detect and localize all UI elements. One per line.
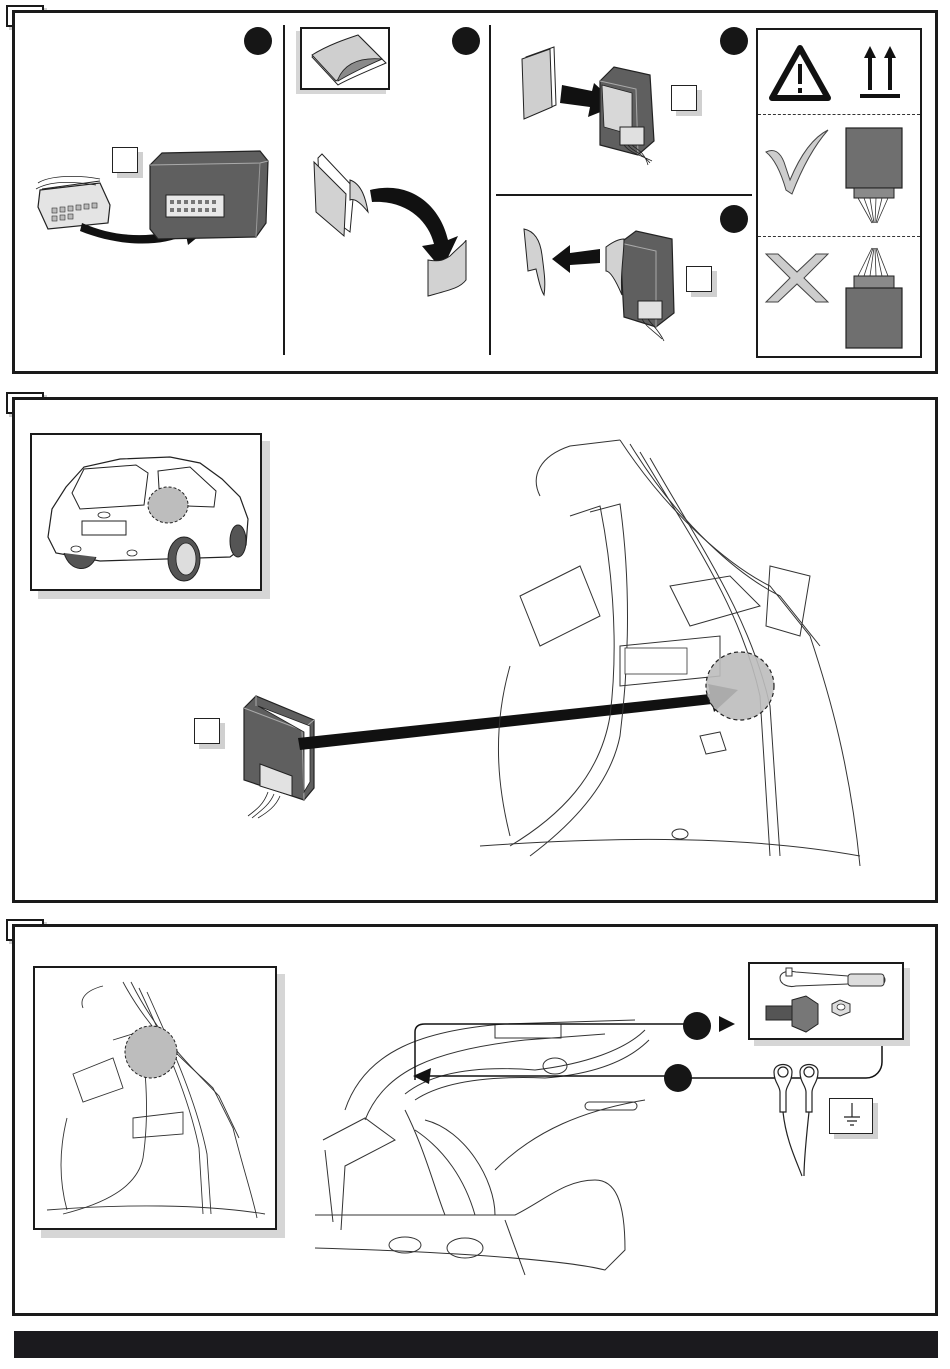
wrong-cross-icon [764,252,830,304]
wheel-arch-scene [305,990,745,1290]
curved-arrow-icon [370,188,458,270]
adhesive-pad-icon [308,35,386,85]
vehicle-icon [40,449,252,581]
nut-icon [830,998,852,1016]
peel-adhesive-pad-icon [310,150,480,300]
ratchet-icon [778,968,888,990]
mounting-location-highlight [706,652,774,720]
luggage-compartment-scene [470,436,870,866]
vehicle-rear-view-inset [30,433,262,591]
divider [758,114,920,115]
divider [283,25,285,355]
step-marker-1 [244,27,272,55]
tools-box [748,962,904,1040]
ground-icon [842,1103,862,1129]
connector-into-module-icon [30,145,280,245]
adhesive-pad-inset [300,27,390,90]
divider [489,25,491,355]
luggage-compartment-icon [43,978,269,1218]
connector-plug-icon [36,176,110,229]
vehicle-label-sticker [625,648,687,674]
mounting-location-highlight [125,1026,177,1078]
ground-symbol-box [829,1098,873,1134]
this-way-up-icon [858,44,902,102]
module-connector-down-icon [844,128,904,228]
arrow-icon [719,1016,735,1032]
bolt-icon [766,994,820,1034]
module-icon [150,151,268,239]
footer-bar [14,1331,938,1358]
step-marker-3 [720,27,748,55]
step-marker-2 [452,27,480,55]
luggage-compartment-inset [33,966,277,1230]
divider [758,236,920,237]
divider [496,194,752,196]
arrow-icon [552,245,600,273]
mounting-location-highlight [148,487,188,523]
guidance-box [756,28,922,358]
module-label-box [194,718,220,744]
correct-checkmark-icon [764,128,830,198]
warning-icon [768,44,832,104]
apply-pad-to-module-icon [520,45,690,165]
step-marker-6 [664,1064,692,1092]
module-connector-up-icon [844,244,904,354]
remove-backing-icon [520,225,690,345]
step-marker-4 [720,205,748,233]
ring-terminal-icon [766,1060,836,1180]
